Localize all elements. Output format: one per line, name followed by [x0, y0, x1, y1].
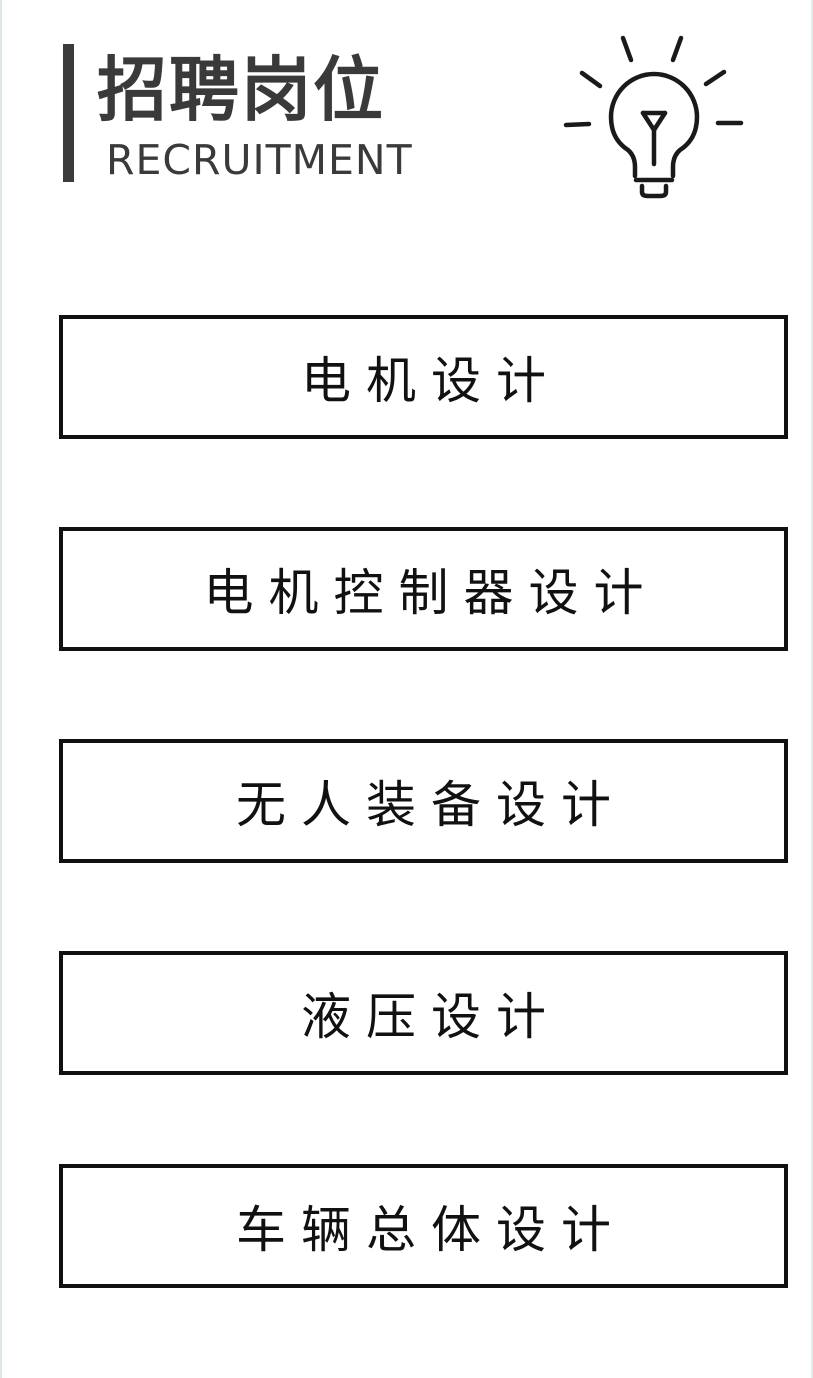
- job-button-vehicle-overall-design[interactable]: 车辆总体设计: [59, 1164, 788, 1288]
- job-label: 电机控制器设计: [203, 564, 659, 622]
- job-button-motor-controller-design[interactable]: 电机控制器设计: [59, 527, 788, 651]
- job-label: 车辆总体设计: [236, 1201, 626, 1259]
- page-subtitle: RECRUITMENT: [106, 136, 413, 184]
- job-button-unmanned-equipment-design[interactable]: 无人装备设计: [59, 739, 788, 863]
- page-title: 招聘岗位: [97, 48, 385, 131]
- lightbulb-icon: [563, 35, 744, 199]
- job-label: 电机设计: [301, 352, 561, 410]
- job-label: 液压设计: [301, 988, 561, 1046]
- job-button-hydraulic-design[interactable]: 液压设计: [59, 951, 788, 1075]
- header-accent-bar: [63, 44, 74, 182]
- page-edge-left: [0, 0, 2, 1378]
- job-button-motor-design[interactable]: 电机设计: [59, 315, 788, 439]
- page-edge-right: [811, 0, 813, 1378]
- job-label: 无人装备设计: [236, 776, 626, 834]
